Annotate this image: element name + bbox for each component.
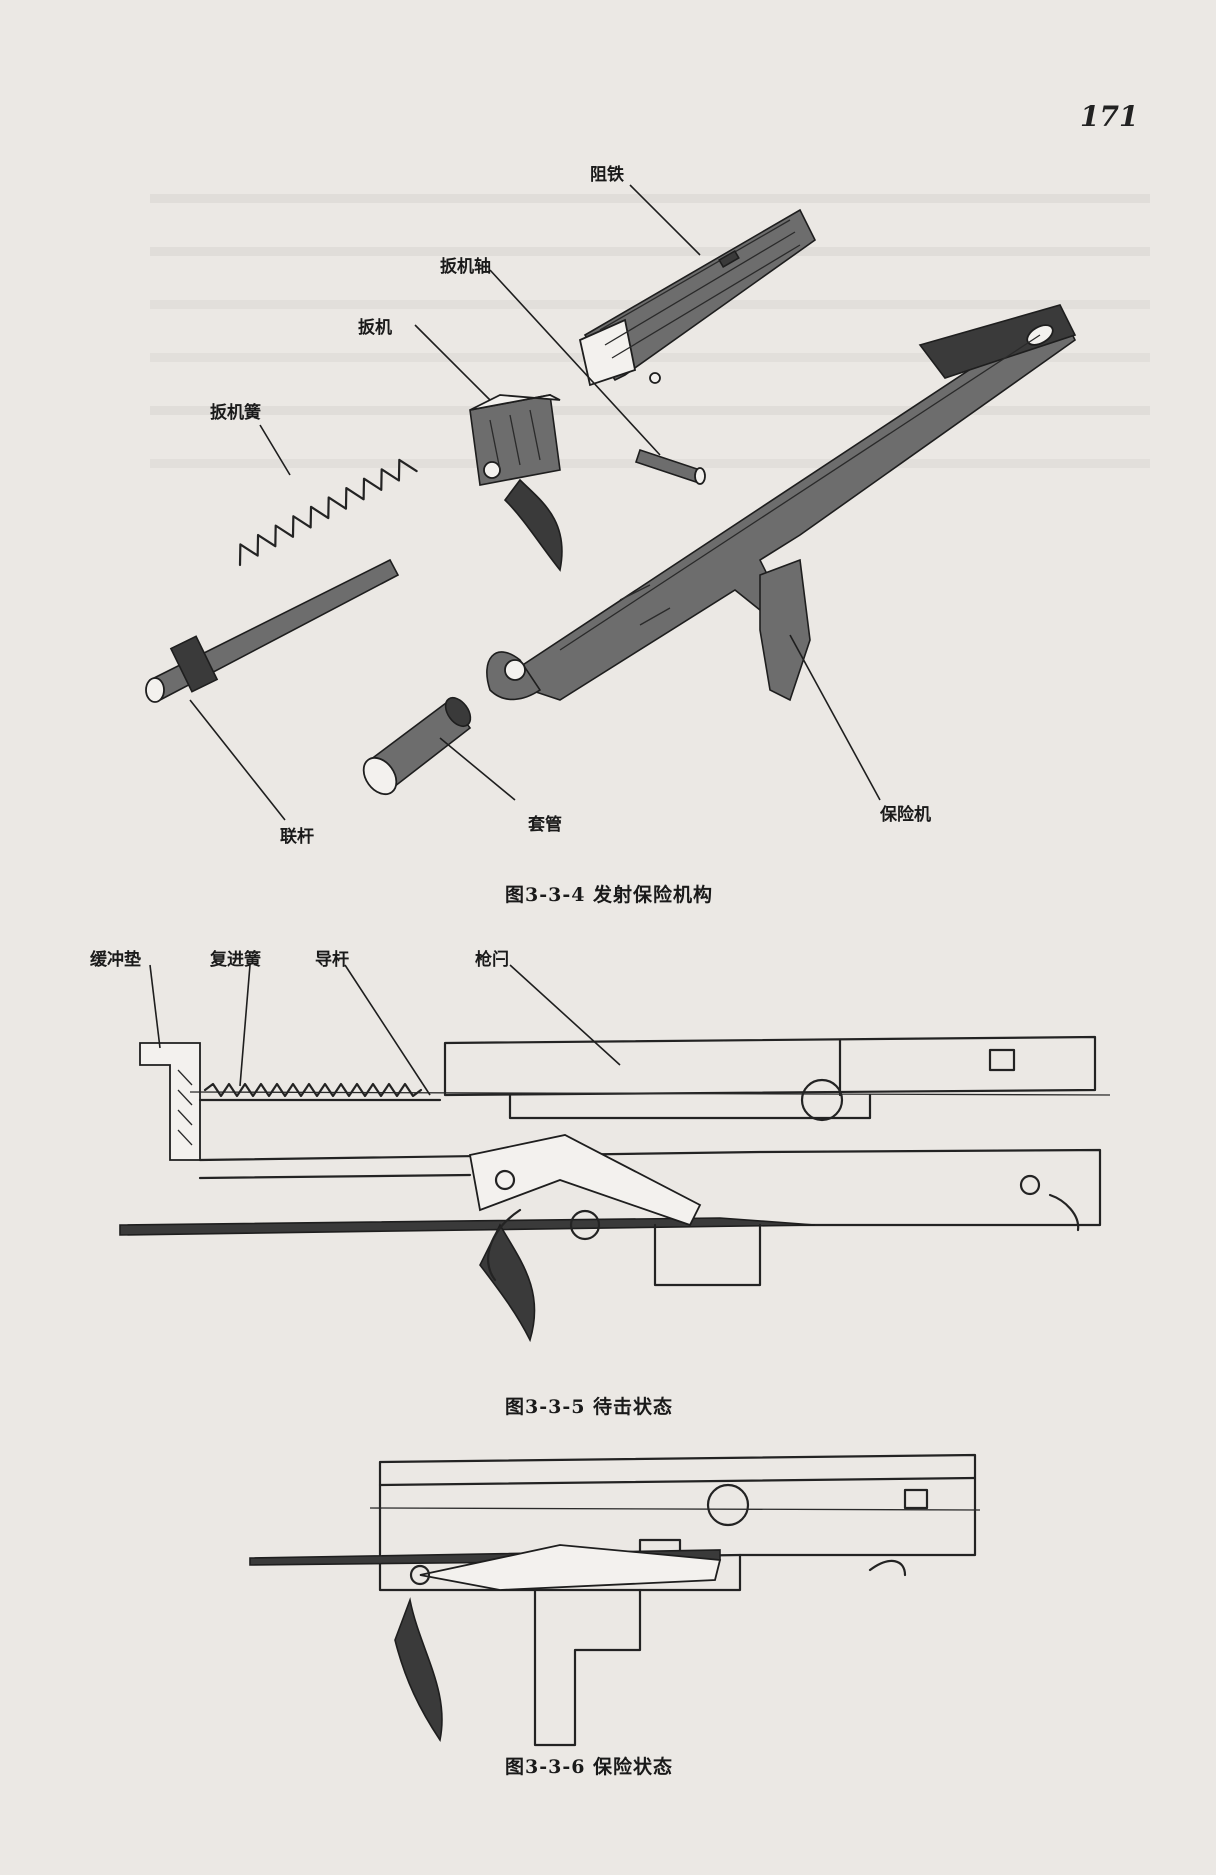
- caption-fig-3-3-5: 图3-3-5 待击状态: [505, 1396, 674, 1418]
- sear-part: [578, 208, 817, 387]
- figure-3-3-4-leaders: [189, 184, 881, 821]
- label-guide-rod: 导杆: [315, 950, 349, 970]
- safe-state-assembly: [249, 1453, 981, 1747]
- label-trigger-spring: 扳机簧: [210, 403, 261, 423]
- sleeve-part: [362, 696, 472, 796]
- trigger-spring-part: [238, 458, 418, 567]
- caption-fig-3-3-4: 图3-3-4 发射保险机构: [505, 884, 714, 906]
- label-sear: 阻铁: [590, 165, 624, 185]
- label-sleeve: 套管: [528, 815, 562, 835]
- caption-fig-3-3-6: 图3-3-6 保险状态: [505, 1756, 674, 1778]
- connecting-rod-part: [145, 558, 400, 703]
- trigger-pin-part: [634, 448, 706, 485]
- cocked-state-assembly: [119, 964, 1111, 1343]
- page-number: 171: [1080, 100, 1139, 133]
- label-connecting-rod: 联杆: [280, 827, 314, 847]
- label-trigger-pin: 扳机轴: [440, 257, 491, 277]
- safety-part: [486, 304, 1077, 702]
- label-buffer-pad: 缓冲垫: [90, 950, 141, 970]
- label-trigger: 扳机: [358, 318, 392, 338]
- label-recoil-spring: 复进簧: [210, 950, 261, 970]
- label-safety: 保险机: [880, 805, 931, 825]
- trigger-part: [469, 394, 563, 572]
- label-bolt: 枪闩: [475, 950, 509, 970]
